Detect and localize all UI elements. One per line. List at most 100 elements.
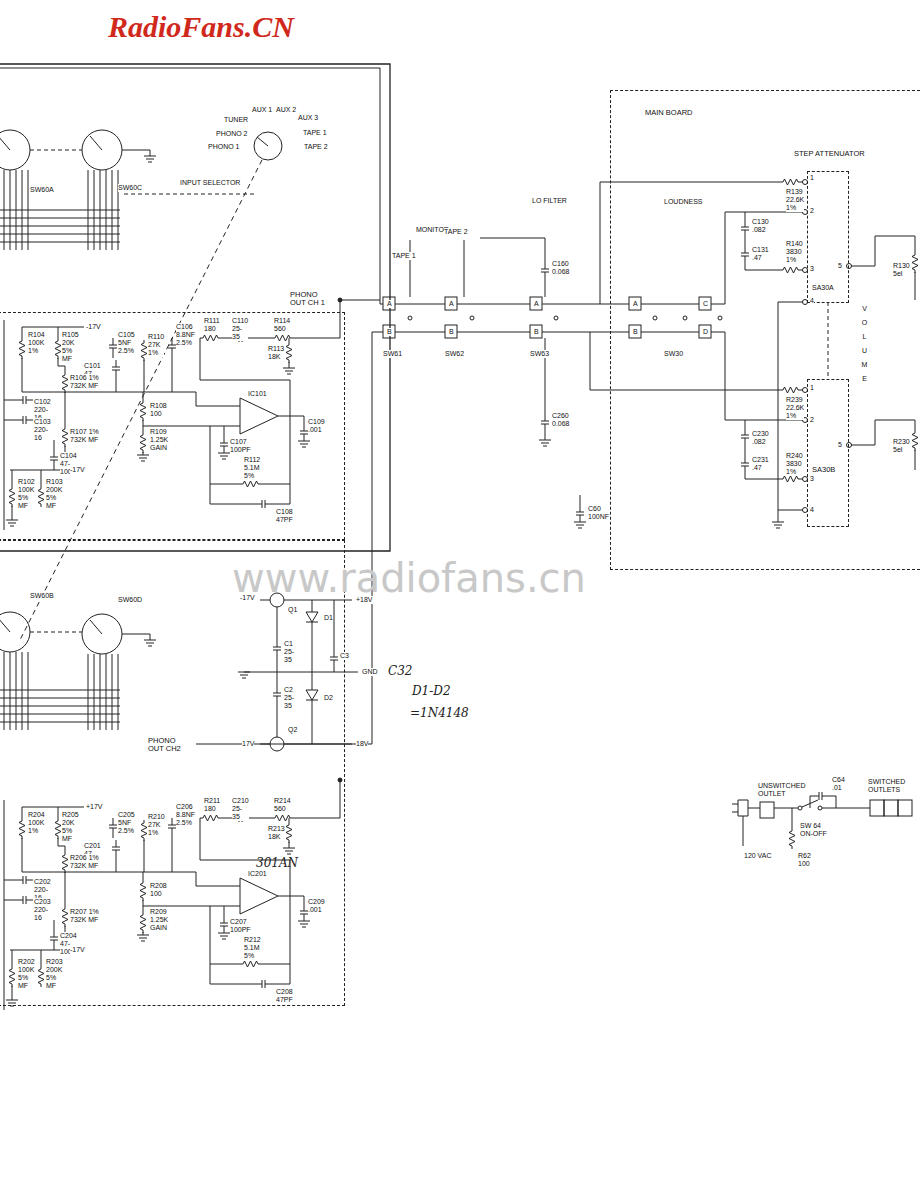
schematic-label: R203 200K 5% MF	[46, 958, 63, 990]
schematic-label: R102 100K 5% MF	[18, 478, 35, 510]
schematic-label: SW61	[383, 350, 402, 358]
schematic-label: R139 22.6K 1%	[786, 188, 804, 212]
schematic-label: R213 18K	[268, 825, 285, 841]
schematic-label: R112 5.1M 5%	[244, 456, 260, 480]
schematic-label: B	[449, 328, 454, 336]
handwritten-note: C32	[388, 664, 412, 678]
schematic-label: 3	[810, 265, 814, 273]
schematic-label: R209 1.25K GAIN	[150, 908, 168, 932]
handwritten-note: D1-D2	[412, 684, 451, 698]
schematic-label: C203 220-16	[34, 898, 51, 922]
schematic-label: SW30	[664, 350, 683, 358]
schematic-label: C207 100PF	[230, 918, 251, 934]
handwritten-note: 301AN	[256, 856, 298, 870]
schematic-label: R140 3830 1%	[786, 240, 803, 264]
control-label: VOLUME	[861, 302, 868, 386]
schematic-label: C205 5NF 2.5%	[118, 811, 135, 835]
schematic-label: 2	[810, 207, 814, 215]
schematic-label: SW62	[445, 350, 464, 358]
schematic-label: PHONO 2	[216, 130, 248, 138]
schematic-label: 4	[810, 297, 814, 305]
schematic-label: R62 100	[798, 852, 811, 868]
watermark: www.radiofans.cn	[232, 556, 586, 600]
schematic-label: 5	[838, 262, 842, 270]
schematic-label: R109 1.25K GAIN	[150, 428, 168, 452]
schematic-label: R207 1% 732K MF	[70, 908, 102, 924]
schematic-label: R240 3830 1%	[786, 452, 803, 476]
schematic-label: C209 .001	[308, 898, 325, 914]
schematic-label: -17V	[240, 594, 255, 602]
schematic-label: C60 100NF	[588, 505, 609, 521]
schematic-label: R212 5.1M 5%	[244, 936, 261, 960]
schematic-label: 120 VAC	[744, 852, 772, 860]
schematic-label: C105 5NF 2.5%	[118, 331, 135, 355]
main-board-region: MAIN BOARDSTEP ATTENUATORSA30ASA30B	[610, 90, 920, 570]
schematic-label: B	[534, 328, 539, 336]
region-heading: STEP ATTENUATOR	[794, 150, 865, 158]
schematic-label: R130 5el	[893, 262, 910, 278]
schematic-label: C206 8.8NF 2.5%	[176, 803, 195, 827]
schematic-label: PHONO 1	[208, 143, 240, 151]
schematic-label: A	[449, 300, 454, 308]
schematic-label: AUX 1	[252, 106, 272, 114]
schematic-label: 4	[810, 506, 814, 514]
region-heading: MAIN BOARD	[645, 109, 693, 117]
region-heading: PHONO OUT CH 1	[290, 291, 335, 307]
region-heading: SA30B	[812, 466, 835, 474]
schematic-label: -17V	[70, 946, 85, 954]
schematic-label: R106 1% 732K MF	[70, 374, 102, 390]
schematic-label: 1	[810, 174, 814, 182]
handwritten-note: =1N4148	[410, 706, 469, 720]
schematic-label: R239 22.6K 1%	[786, 396, 804, 420]
schematic-label: R230 5el	[893, 438, 910, 454]
schematic-label: D	[703, 328, 708, 336]
schematic-label: D2	[324, 694, 333, 702]
schematic-label: C231 .47	[752, 456, 769, 472]
schematic-label: C	[703, 300, 708, 308]
schematic-label: SW60C	[118, 184, 142, 192]
schematic-label: R107 1% 732K MF	[70, 428, 102, 444]
schematic-label: AUX 2	[276, 106, 296, 114]
schematic-label: C230 .082	[752, 430, 769, 446]
schematic-label: 17V	[242, 740, 254, 748]
schematic-label: R114 560	[274, 317, 290, 333]
schematic-label: +17V	[86, 803, 103, 811]
schematic-label: Q1	[288, 606, 297, 614]
schematic-label: SW60A	[30, 186, 54, 194]
schematic-label: LO FILTER	[532, 197, 567, 205]
schematic-label: C108 47PF	[276, 508, 293, 524]
schematic-label: C3	[340, 652, 349, 660]
schematic-label: C131 .47	[752, 246, 769, 262]
attenuator-section: SA30B	[807, 379, 849, 527]
schematic-label: R105 20K 5% MF	[62, 331, 79, 363]
schematic-label: TAPE 1	[303, 129, 327, 137]
schematic-label: TAPE 2	[444, 228, 468, 236]
schematic-label: C109 .001	[308, 418, 325, 434]
schematic-label: SW63	[530, 350, 549, 358]
region-heading: PHONO OUT CH2	[148, 737, 193, 753]
schematic-label: R202 100K 5% MF	[18, 958, 35, 990]
schematic-label: R210 27K 1%	[148, 813, 165, 837]
schematic-label: SW60B	[30, 592, 54, 600]
schematic-label: Q2	[288, 726, 297, 734]
schematic-label: B	[387, 328, 392, 336]
schematic-label: +18V	[356, 596, 373, 604]
schematic-label: A	[387, 300, 392, 308]
schematic-label: C1 25-35	[284, 640, 294, 664]
schematic-label: R211 180	[204, 797, 220, 813]
watermark: RadioFans.CN	[108, 10, 294, 44]
schematic-label: SW60D	[118, 596, 142, 604]
schematic-label: 1	[810, 384, 814, 392]
schematic-label: C2 25-35	[284, 686, 294, 710]
schematic-label: A	[633, 300, 638, 308]
schematic-label: C260 0.068	[552, 412, 570, 428]
schematic-label: B	[633, 328, 638, 336]
schematic-label: C64 .01	[832, 776, 845, 792]
schematic-label: -17V	[86, 323, 101, 331]
schematic-label: INPUT SELECTOR	[180, 179, 240, 187]
schematic-label: TUNER	[224, 116, 248, 124]
schematic-label: C208 47PF	[276, 988, 293, 1004]
schematic-label: SW 64 ON-OFF	[800, 822, 828, 838]
schematic-label: A	[534, 300, 539, 308]
